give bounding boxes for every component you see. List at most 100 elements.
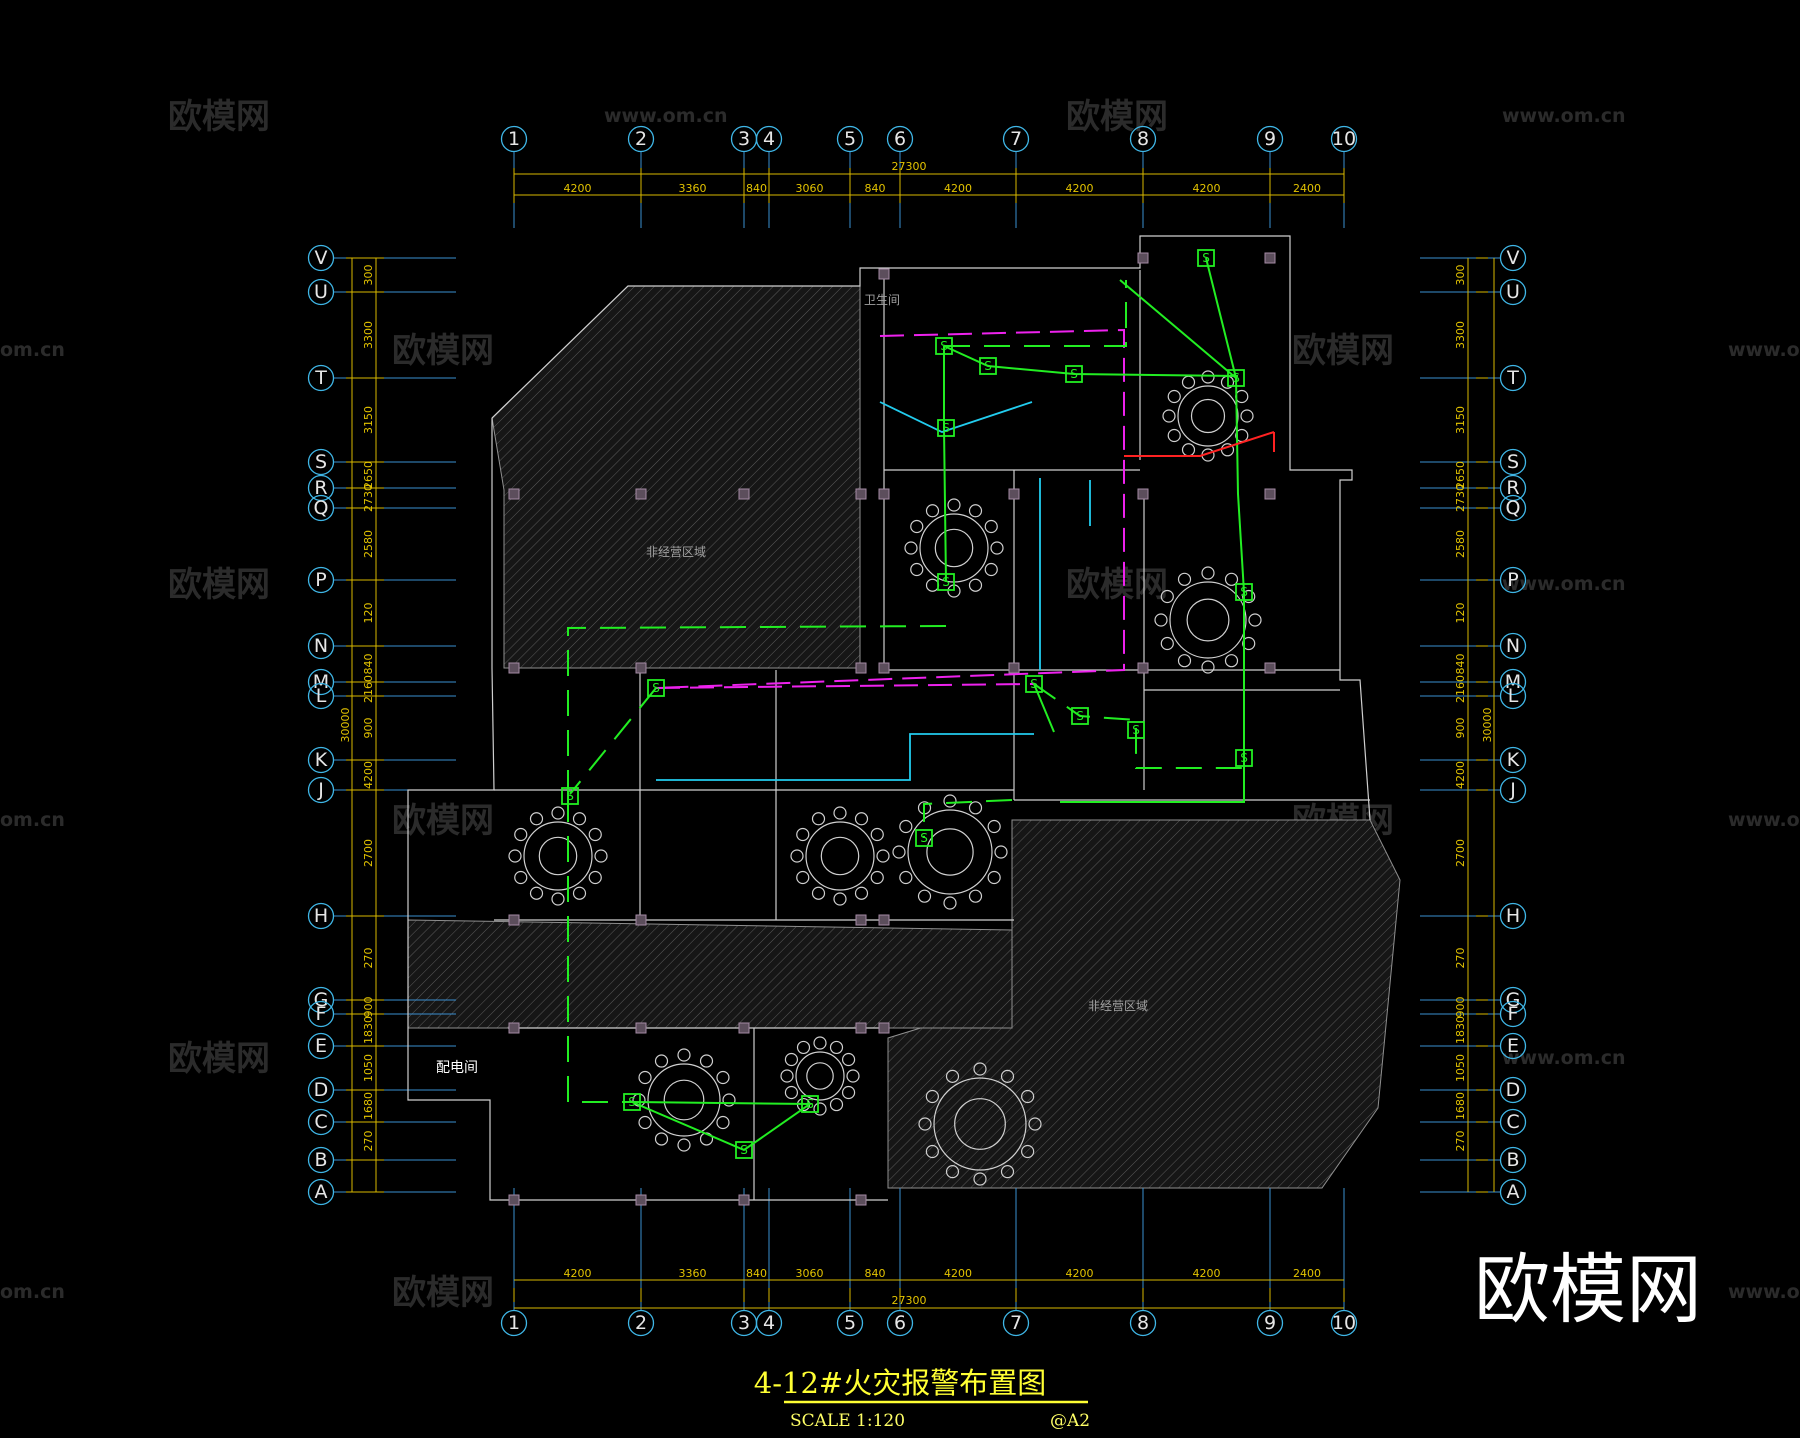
dimension-value: 4200: [1066, 1267, 1094, 1280]
column-marker-icon: [855, 1194, 867, 1206]
dimension-value: 2400: [1293, 182, 1321, 195]
axis-bubble-label: 1: [508, 1312, 520, 1334]
axis-bubble-label: C: [1506, 1111, 1519, 1133]
right-dimension-chain: 3003300315026502730258012084021609004200…: [1454, 257, 1495, 1193]
row-axis-bubble: K: [1499, 746, 1527, 774]
axis-bubble-label: K: [1507, 749, 1520, 771]
chair: [796, 1040, 811, 1055]
column-marker-icon: [508, 662, 520, 674]
table-center: [954, 1098, 1006, 1150]
watermark-url: www.om.cn: [1502, 105, 1626, 127]
chair: [1160, 589, 1174, 604]
detector-box: [647, 679, 665, 697]
dimension-value: 4200: [1066, 182, 1094, 195]
chair: [1021, 1089, 1035, 1104]
round-table-icon: [780, 1036, 860, 1116]
chair: [968, 578, 983, 592]
dimension-value: 270: [1454, 948, 1467, 969]
axis-bubble-label: E: [315, 1035, 327, 1057]
axis-bubble-circle: [886, 125, 914, 153]
chair: [716, 1070, 730, 1085]
smoke-detector-icon: S: [1065, 365, 1083, 383]
row-axis-bubble: S: [307, 448, 335, 476]
chair: [638, 1070, 652, 1085]
smoke-detector-icon: S: [937, 573, 955, 591]
axis-bubble-circle: [307, 1146, 335, 1174]
chair: [892, 845, 906, 859]
column-axis-bubble: 4: [755, 125, 783, 153]
axis-bubble-circle: [1129, 125, 1157, 153]
sheet-size: @A2: [1050, 1411, 1090, 1431]
fire-alarm-loop: [631, 1101, 814, 1152]
axis-bubble-label: E: [1507, 1035, 1519, 1057]
axis-bubble-circle: [307, 1032, 335, 1060]
column-marker-icon: [855, 488, 867, 500]
dimension-value: 3300: [1454, 321, 1467, 349]
axis-bubble-label: T: [1506, 367, 1519, 389]
smoke-detector-icon: S: [735, 1141, 753, 1159]
dimension-value: 4200: [1193, 1267, 1221, 1280]
smoke-detector-icon: S: [1235, 749, 1253, 767]
dimension-value: 3150: [1454, 406, 1467, 434]
axis-bubble-label: U: [1506, 281, 1520, 303]
row-axis-bubble: J: [1499, 776, 1527, 804]
axis-bubble-label: 3: [738, 128, 750, 150]
table-top: [647, 1063, 721, 1137]
row-axis-bubble: F: [1499, 1000, 1527, 1028]
smoke-detector-icon: S: [1071, 707, 1089, 725]
chair: [904, 541, 918, 555]
column-marker-icon: [855, 662, 867, 674]
table-top: [933, 1077, 1027, 1171]
chair: [1181, 443, 1196, 457]
chair: [811, 886, 826, 900]
axis-bubble-label: 10: [1332, 1312, 1356, 1334]
smoke-detector-icon: S: [915, 829, 933, 847]
row-axis-bubble: F: [307, 1000, 335, 1028]
watermark-brand: 欧模网: [1066, 97, 1168, 137]
dimension-value: 1680: [1454, 1092, 1467, 1120]
fire-alarm-loop: [1060, 377, 1245, 803]
column-marker-icon: [508, 914, 520, 926]
detector-box: [1235, 749, 1253, 767]
axis-bubble-circle: [1499, 1076, 1527, 1104]
chair: [1201, 660, 1215, 674]
column-marker-icon: [738, 488, 750, 500]
detector-symbol: S: [984, 359, 992, 373]
axis-bubble-label: M: [1505, 671, 1521, 693]
column-axis-bubble: 5: [836, 125, 864, 153]
axis-bubble-label: Q: [1506, 497, 1521, 519]
axis-bubble-circle: [307, 448, 335, 476]
table-center: [663, 1079, 705, 1121]
row-axis-bubble: U: [307, 278, 335, 306]
chair: [910, 519, 924, 534]
chair: [968, 504, 983, 518]
brand-logo: 欧模网: [1474, 1245, 1702, 1334]
axis-bubble-circle: [307, 632, 335, 660]
chair: [1177, 572, 1192, 586]
axis-bubble-circle: [307, 986, 335, 1014]
detector-symbol: S: [1240, 751, 1248, 765]
chair: [1181, 375, 1196, 389]
chair: [876, 849, 890, 863]
chair: [968, 801, 983, 815]
table-center: [926, 828, 974, 876]
column-marker-icon: [855, 1022, 867, 1034]
chair: [968, 889, 983, 903]
signal-bus-line: [655, 683, 1035, 689]
dimension-value: 120: [1454, 603, 1467, 624]
chair: [699, 1054, 714, 1068]
detector-box: [623, 1093, 641, 1111]
chair: [594, 849, 608, 863]
axis-bubble-circle: [1002, 125, 1030, 153]
column-axis-bubble: 7: [1002, 1309, 1030, 1337]
chair: [990, 541, 1004, 555]
column-axis-bubble: 9: [1256, 1309, 1284, 1337]
axis-bubble-label: T: [314, 367, 327, 389]
column-marker-icon: [635, 1022, 647, 1034]
dimension-total: 27300: [892, 160, 927, 173]
dimension-value: 840: [865, 182, 886, 195]
chair: [917, 889, 932, 903]
chair: [829, 1097, 844, 1112]
